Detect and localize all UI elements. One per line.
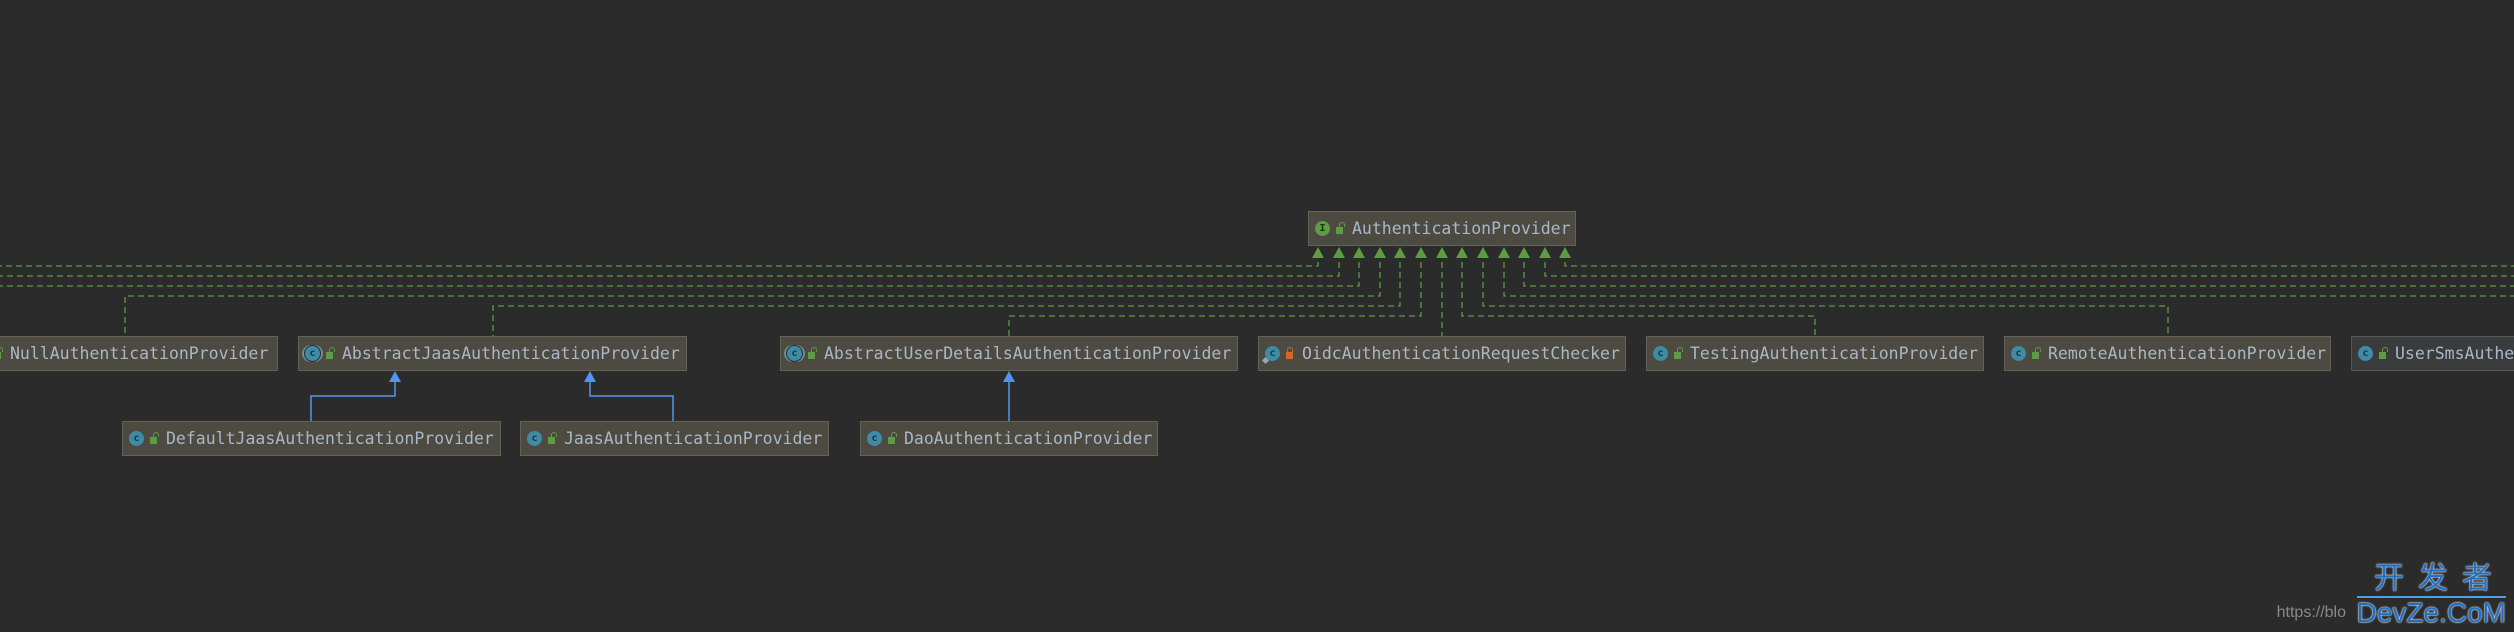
extends-arrowhead: [1003, 371, 1015, 382]
node-authentication-provider[interactable]: I AuthenticationProvider: [1308, 211, 1576, 246]
implements-edge: [1564, 252, 2514, 267]
public-lock-icon: [326, 346, 335, 359]
static-marker-icon: [1261, 356, 1270, 365]
node-label: TestingAuthenticationProvider: [1690, 344, 1979, 363]
abstract-class-icon: c: [305, 346, 320, 361]
public-lock-icon: [0, 346, 3, 359]
implements-arrowhead: [1353, 247, 1365, 258]
node-label: OidcAuthenticationRequestChecker: [1302, 344, 1620, 363]
public-lock-icon: [808, 346, 817, 359]
implements-edge-testing: [1461, 252, 1816, 336]
implements-edge: [0, 252, 1360, 287]
extends-arrowhead: [389, 371, 401, 382]
abstract-class-icon: c: [787, 346, 802, 361]
node-null-authentication-provider[interactable]: c NullAuthenticationProvider: [0, 336, 278, 371]
node-label: DefaultJaasAuthenticationProvider: [166, 429, 494, 448]
implements-edge-abstract-jaas: [492, 252, 1401, 336]
implements-arrowhead: [1333, 247, 1345, 258]
implements-arrowhead: [1539, 247, 1551, 258]
public-lock-icon: [888, 431, 897, 444]
implements-arrowhead: [1456, 247, 1468, 258]
extends-edge-default-jaas: [310, 380, 396, 421]
class-icon: c: [2358, 346, 2373, 361]
public-lock-icon: [1336, 221, 1345, 234]
interface-icon: I: [1315, 221, 1330, 236]
public-lock-icon: [2032, 346, 2041, 359]
node-label: RemoteAuthenticationProvider: [2048, 344, 2327, 363]
watermark-logo: 开发者 DevZe.CoM: [2356, 561, 2506, 628]
node-jaas-authentication-provider[interactable]: c JaasAuthenticationProvider: [520, 421, 829, 456]
node-label: JaasAuthenticationProvider: [564, 429, 823, 448]
class-icon: c: [129, 431, 144, 446]
implements-arrowhead: [1374, 247, 1386, 258]
node-default-jaas-authentication-provider[interactable]: c DefaultJaasAuthenticationProvider: [122, 421, 501, 456]
implements-arrowhead: [1436, 247, 1448, 258]
node-label: NullAuthenticationProvider: [10, 344, 269, 363]
implements-arrowhead: [1518, 247, 1530, 258]
public-lock-icon: [548, 431, 557, 444]
class-icon: c: [867, 431, 882, 446]
node-label: DaoAuthenticationProvider: [904, 429, 1153, 448]
implements-arrowhead: [1559, 247, 1571, 258]
implements-arrowhead: [1394, 247, 1406, 258]
implements-edge: [0, 252, 1340, 277]
public-lock-icon: [1674, 346, 1683, 359]
implements-arrowhead: [1312, 247, 1324, 258]
watermark-url: https://blo: [2276, 604, 2346, 621]
implements-edge-null: [124, 252, 1381, 336]
node-remote-authentication-provider[interactable]: c RemoteAuthenticationProvider: [2004, 336, 2331, 371]
class-icon: c: [1261, 346, 1280, 365]
node-label: AuthenticationProvider: [1352, 219, 1571, 238]
node-oidc-authentication-request-checker[interactable]: c OidcAuthenticationRequestChecker: [1258, 336, 1626, 371]
watermark-cn: 开发者: [2374, 561, 2506, 596]
node-label: AbstractJaasAuthenticationProvider: [342, 344, 680, 363]
class-icon: c: [1653, 346, 1668, 361]
private-lock-icon: [1286, 346, 1293, 359]
implements-edge: [1523, 252, 2514, 287]
implements-arrowheads: [1312, 247, 1571, 258]
implements-arrowhead: [1415, 247, 1427, 258]
implements-edge-abstract-user-details: [1008, 252, 1422, 336]
implements-arrowhead: [1477, 247, 1489, 258]
class-icon: c: [527, 431, 542, 446]
class-icon: c: [2011, 346, 2026, 361]
node-label: UserSmsAuthe: [2395, 344, 2514, 363]
implements-edge: [1503, 252, 2514, 297]
implements-edge: [0, 252, 1319, 267]
extends-edge-jaas: [589, 380, 674, 421]
node-abstract-jaas-authentication-provider[interactable]: c AbstractJaasAuthenticationProvider: [298, 336, 687, 371]
implements-edge: [1544, 252, 2514, 277]
extends-arrowhead: [584, 371, 596, 382]
implements-arrowhead: [1498, 247, 1510, 258]
public-lock-icon: [150, 431, 159, 444]
node-testing-authentication-provider[interactable]: c TestingAuthenticationProvider: [1646, 336, 1984, 371]
node-dao-authentication-provider[interactable]: c DaoAuthenticationProvider: [860, 421, 1158, 456]
node-user-sms-authentication-provider[interactable]: c UserSmsAuthe: [2351, 336, 2514, 371]
public-lock-icon: [2379, 346, 2388, 359]
node-abstract-user-details-authentication-provider[interactable]: c AbstractUserDetailsAuthenticationProvi…: [780, 336, 1238, 371]
implements-edge-remote: [1482, 252, 2169, 336]
node-label: AbstractUserDetailsAuthenticationProvide…: [824, 344, 1232, 363]
watermark-en: DevZe.CoM: [2356, 596, 2506, 628]
